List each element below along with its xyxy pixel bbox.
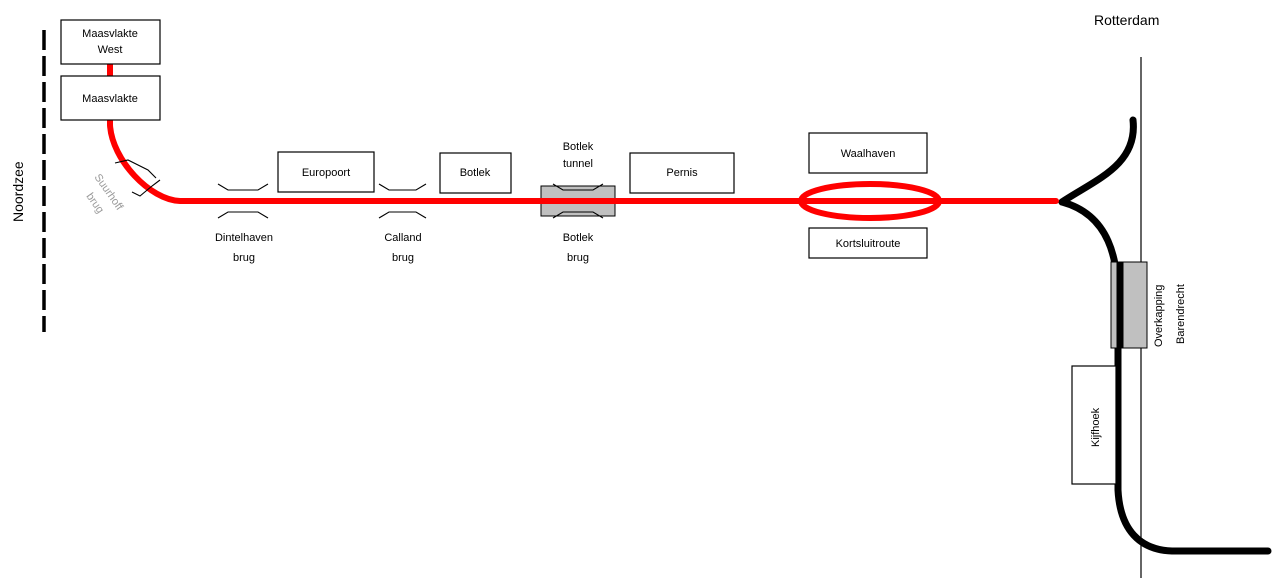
- calland-label-line1: Calland: [384, 232, 421, 244]
- botlek-tunnel-label-line2: tunnel: [563, 158, 593, 170]
- dintelhaven-label-line2: brug: [233, 252, 255, 264]
- calland-label-line2: brug: [392, 252, 414, 264]
- dintelhaven-label-line1: Dintelhaven: [215, 232, 273, 244]
- waalhaven-box: [808, 132, 928, 174]
- botlek-label: Botlek: [460, 167, 491, 179]
- calland-bridge-symbol: [378, 183, 427, 219]
- botlek-brug-label-line2: brug: [567, 252, 589, 264]
- pernis-box: [629, 152, 735, 194]
- botlek-bridge-symbol: [552, 183, 604, 219]
- waalhaven-loop: [798, 181, 942, 221]
- overkapping-barendrecht-structure: [1110, 261, 1148, 349]
- kortsluitroute-label: Kortsluitroute: [836, 238, 901, 250]
- kortsluitroute-box: [808, 227, 928, 259]
- botlek-box: [439, 152, 512, 194]
- rotterdam-label: Rotterdam: [1094, 12, 1159, 28]
- overkapping-label-line2: Barendrecht: [1175, 284, 1187, 344]
- suurhoff-label-line2: brug: [84, 191, 106, 216]
- existing-track-south: [1058, 198, 1272, 555]
- maasvlakte-west-label-line1: Maasvlakte: [82, 28, 138, 40]
- maasvlakte-box: [60, 75, 161, 121]
- waalhaven-label: Waalhaven: [841, 148, 896, 160]
- overkapping-label-line1: Overkapping: [1153, 285, 1165, 347]
- existing-track-north: [1058, 116, 1137, 206]
- noordzee-label: Noordzee: [10, 161, 26, 222]
- betuweroute-line: [107, 61, 1059, 204]
- suurhoff-bridge-symbol: [114, 159, 161, 197]
- maasvlakte-west-box: [60, 19, 161, 65]
- kijfhoek-label: Kijfhoek: [1090, 407, 1102, 447]
- botlek-tunnel-label-line1: Botlek: [563, 141, 594, 153]
- maasvlakte-label: Maasvlakte: [82, 93, 138, 105]
- europoort-box: [277, 151, 375, 193]
- kijfhoek-box: [1071, 365, 1117, 485]
- pernis-label: Pernis: [666, 167, 698, 179]
- europoort-label: Europoort: [302, 167, 350, 179]
- dintelhaven-bridge-symbol: [217, 183, 269, 219]
- botlek-brug-label-line1: Botlek: [563, 232, 594, 244]
- maasvlakte-west-label-line2: West: [98, 44, 123, 56]
